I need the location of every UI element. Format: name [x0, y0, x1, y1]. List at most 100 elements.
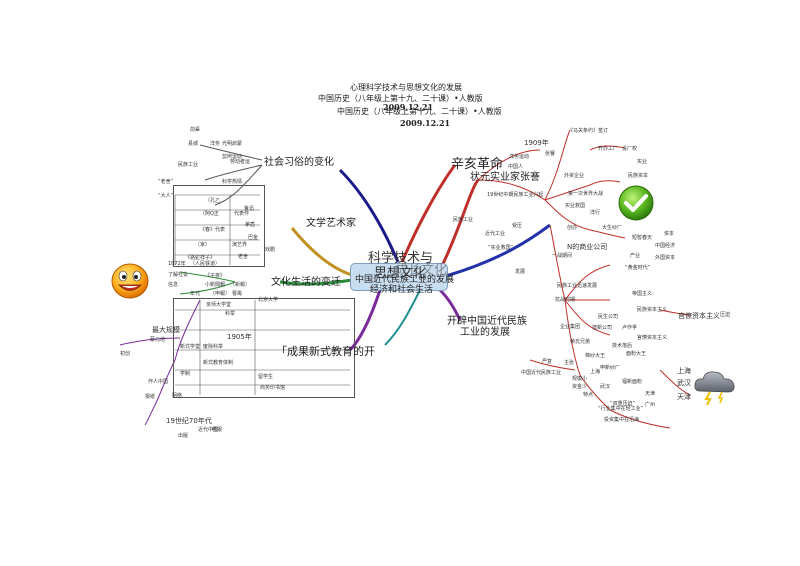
branch-left-lower: 文化生活的变迁	[271, 277, 341, 288]
left-label: 科学热情	[222, 179, 243, 185]
center-node-pill	[350, 263, 448, 291]
left-lower-label: 报纸	[145, 394, 156, 400]
header-title-2-repeat: 中国历史（八年级上第十九、二十课）•人教版	[337, 107, 502, 116]
left-table-cell: 巴金	[248, 235, 259, 241]
right-label: 申新纱厂	[600, 365, 621, 371]
right-label: 官僚资本主义	[637, 335, 668, 341]
left-table-cell: （孔乙	[205, 198, 221, 204]
right-label: 民生公司	[598, 314, 619, 320]
left-table-cell: 茅盾	[245, 222, 256, 228]
left-table-cell: 鲁迅	[244, 206, 255, 212]
left-table-cell: 《骆驼祥子》	[185, 255, 216, 261]
right-label: “黄金时代”	[625, 265, 651, 271]
left-label: 小新聞報	[205, 282, 226, 288]
right-label: 天津	[645, 391, 656, 397]
left-upper-table	[173, 185, 265, 267]
left-label: 前辈	[190, 127, 201, 133]
left-label: “大人”	[158, 193, 174, 199]
smiley-face-icon	[111, 263, 149, 299]
right-label: 中国近代民族工业	[521, 370, 562, 376]
right-label: 官僚资本主义	[678, 312, 720, 320]
left-label: 劳动者运	[230, 159, 251, 165]
left-lower-table	[173, 298, 355, 398]
left-lower-label: 废除科举	[203, 344, 224, 350]
left-table-cell: （阿Q正	[200, 211, 219, 217]
left-lower-label: 商务印书馆	[260, 385, 286, 391]
center-main-title: 科学技术与	[368, 251, 434, 266]
header-date-2: 2009.12.21	[400, 118, 451, 128]
right-label: 抗战时期	[555, 297, 576, 303]
right-label: 上海	[677, 367, 691, 375]
right-label: 民族资本	[628, 173, 649, 179]
right-label: 《马关条约》签订	[568, 128, 609, 134]
left-lower-label: 初创	[120, 351, 131, 357]
left-lower-label: 京师大学堂	[206, 302, 232, 308]
right-label: 创办	[567, 225, 578, 231]
right-label: 茂新公司	[592, 325, 613, 331]
branch-left-mid: 文学艺术家	[306, 218, 356, 229]
right-label: 企业集团	[560, 324, 581, 330]
left-label: （新報）	[230, 282, 251, 288]
branch-top-right: 辛亥革命	[451, 157, 504, 172]
right-label: 民族资本主义	[637, 307, 668, 313]
left-label: 1872年	[168, 261, 186, 267]
center-subtitle-2: 经济和社会生活	[370, 285, 434, 295]
right-label: “双重压迫”	[610, 401, 636, 407]
left-lower-label: 作人中国	[148, 379, 169, 385]
right-label: 外资企业	[564, 173, 585, 179]
header-date-1: 2009.12.21	[383, 102, 434, 112]
left-lower-label: 新式学堂	[180, 344, 201, 350]
left-lower-label: 新式教育体制	[203, 360, 234, 366]
right-label: “行业集中在轻工业”	[598, 406, 644, 412]
left-table-cell: 老舍	[238, 254, 249, 260]
branch-right-lower-line-2: 工业的发展	[460, 327, 510, 338]
left-label: （申報）	[210, 291, 231, 297]
left-label: “老舍”	[158, 179, 174, 185]
left-label: 光明启蒙	[222, 141, 243, 147]
left-lower-label: 最大规模	[152, 326, 180, 334]
left-table-cell: 《春》代表	[200, 227, 226, 233]
left-lower-label: 电报	[212, 427, 223, 433]
right-label: 资本	[664, 231, 675, 237]
left-label: 了解社会	[168, 272, 189, 278]
right-label: 帝国主义	[632, 291, 653, 297]
left-table-cell: 代表作	[234, 211, 250, 217]
right-label: 发展	[515, 269, 526, 275]
right-label: 投资集中在沿海	[604, 417, 640, 423]
left-label: （人民铁道）	[190, 261, 221, 267]
right-label: 中国经济	[655, 243, 676, 249]
right-label: N的商业公司	[567, 243, 608, 251]
right-label: 卢作孚	[622, 325, 638, 331]
right-label: 资金少	[572, 384, 588, 390]
left-table-cell: 演艺界	[232, 242, 248, 248]
header-title-2: 中国历史（八年级上第十九、二十课）•人教版	[318, 94, 483, 103]
right-label: 特点	[583, 392, 594, 398]
left-label: 洋务	[210, 141, 221, 147]
left-table-cell: 《子夜》	[205, 273, 226, 279]
right-label: 设厂权	[622, 146, 638, 152]
left-label: 剪辫运动	[222, 154, 243, 160]
right-label: 天津	[677, 393, 691, 401]
right-label: 广州	[645, 402, 656, 408]
center-main-title-line-2: 思想文化	[374, 266, 427, 281]
right-label: 产业	[630, 253, 641, 259]
right-label: 外国资本	[655, 255, 676, 261]
left-lower-label: 19世纪70年代	[166, 417, 212, 425]
left-lower-label: 科举	[225, 311, 236, 317]
left-label: 信息	[168, 282, 179, 288]
left-label: 民族工业	[178, 162, 199, 168]
right-label: 洋务运动	[509, 154, 530, 160]
right-label: 荣氏兄弟	[570, 339, 591, 345]
right-label: 受压	[512, 223, 523, 229]
right-label: 棉纱大王	[585, 353, 606, 359]
left-table-cell: 戏剧	[265, 247, 276, 253]
right-label: 规模小	[572, 376, 588, 382]
right-label: 福新面粉	[622, 379, 643, 385]
right-label: 张謇	[545, 151, 556, 157]
right-label: 严复	[542, 359, 553, 365]
right-label: 1909年	[524, 139, 549, 147]
left-table-cell: 曹禺	[232, 291, 243, 297]
left-lower-label: 蔡元培	[150, 337, 166, 343]
